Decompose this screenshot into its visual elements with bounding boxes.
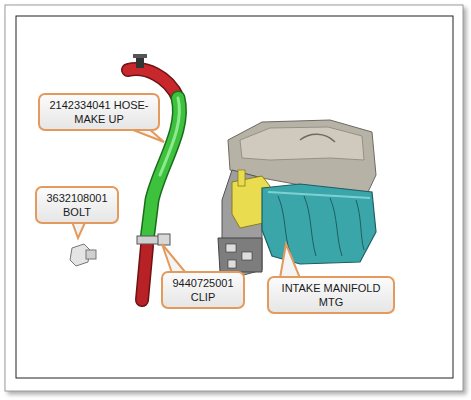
inner-frame — [16, 16, 453, 378]
part-label: 9440725001 CLIP — [169, 276, 237, 304]
part-label: INTAKE MANIFOLD MTG — [275, 281, 387, 309]
callout-box: 2142334041 HOSE-MAKE UP — [38, 93, 160, 131]
part-label: 2142334041 HOSE-MAKE UP — [46, 98, 152, 126]
engine-illustration — [218, 120, 376, 276]
bolt-illustration — [70, 244, 96, 266]
callout-box: 9440725001 CLIP — [161, 271, 245, 309]
outer-frame — [5, 5, 463, 391]
callout-box: 3632108001 BOLT — [35, 186, 119, 224]
part-label: 3632108001 BOLT — [43, 191, 111, 219]
callout-box: INTAKE MANIFOLD MTG — [267, 276, 395, 314]
